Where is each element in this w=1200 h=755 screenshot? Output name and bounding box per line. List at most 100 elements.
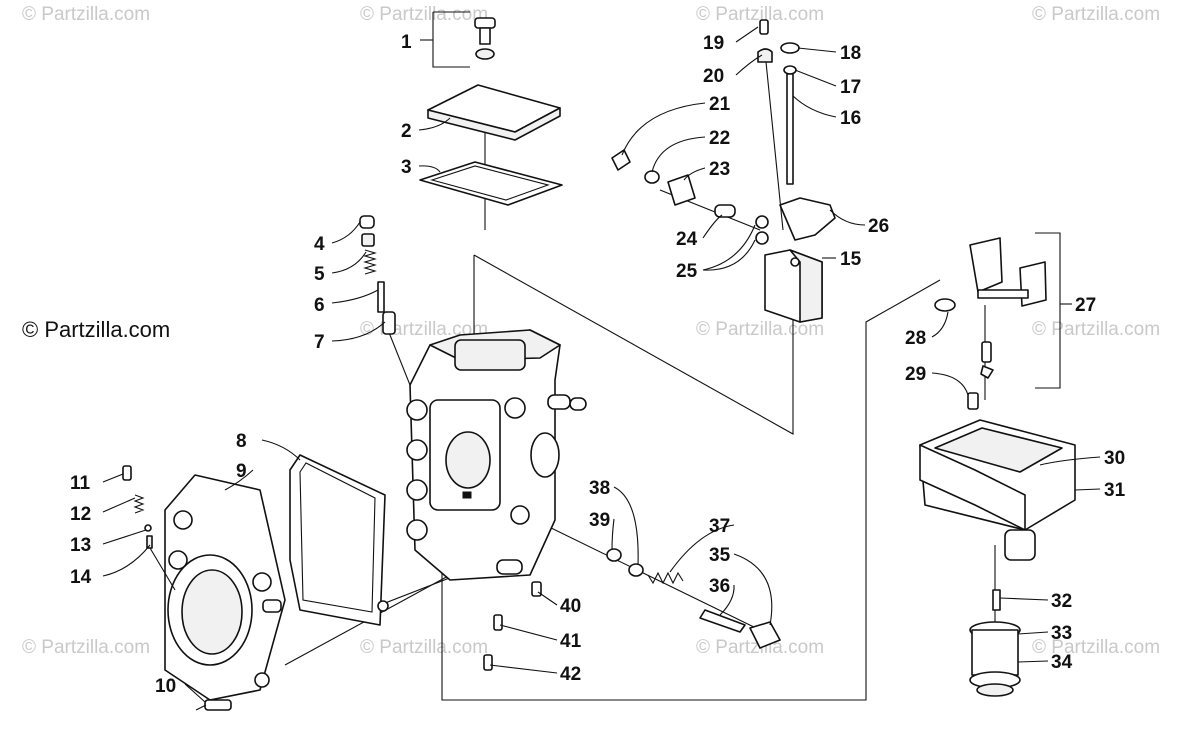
screw-icon <box>992 589 1001 611</box>
watermark: © Partzilla.com <box>696 319 824 340</box>
callout-35: 35 <box>709 545 731 566</box>
float-right-icon <box>1019 261 1047 307</box>
callout-24: 24 <box>676 229 698 250</box>
pilot-screw-group <box>359 215 396 335</box>
callout-11: 11 <box>70 473 91 494</box>
washer-icon <box>628 563 644 577</box>
bowl-drain-icon <box>1004 529 1036 561</box>
watermark: © Partzilla.com <box>22 637 150 658</box>
callout-13: 13 <box>70 535 91 556</box>
screw-icon <box>483 654 493 671</box>
float-arm-icon <box>977 289 1029 299</box>
callout-41: 41 <box>560 631 582 652</box>
screw-icon <box>531 581 542 597</box>
top-cover-group <box>419 17 563 206</box>
callout-8: 8 <box>236 431 247 452</box>
leader-lines <box>102 26 1101 703</box>
fitting-icon <box>382 311 396 335</box>
callout-12: 12 <box>70 504 91 525</box>
callout-17: 17 <box>840 77 861 98</box>
float-group <box>934 237 1047 410</box>
watermark: © Partzilla.com <box>1032 637 1160 658</box>
callout-numbers: 1 2 3 4 5 6 7 8 9 10 11 12 13 14 15 16 1… <box>70 32 1126 697</box>
washer-icon <box>475 48 495 60</box>
spring-icon <box>363 249 377 275</box>
callout-19: 19 <box>703 33 724 54</box>
callout-34: 34 <box>1051 652 1073 673</box>
bracket-lines <box>420 11 1072 389</box>
callout-7: 7 <box>314 332 325 353</box>
nut-icon <box>361 233 375 247</box>
screw-icon <box>493 614 503 631</box>
washer-icon <box>644 170 660 184</box>
jet-needle-icon <box>786 73 794 185</box>
needle-valve-icon <box>981 341 992 363</box>
carburetor-body <box>406 329 587 581</box>
screw-icon <box>759 19 769 35</box>
callout-37: 37 <box>709 516 730 537</box>
idle-screw-icon <box>699 609 746 633</box>
callout-20: 20 <box>703 66 724 87</box>
callout-9: 9 <box>236 461 247 482</box>
callout-23: 23 <box>709 159 730 180</box>
screw-shank-icon <box>479 27 491 45</box>
needle-icon <box>377 281 385 313</box>
cover-plate-edge-icon <box>427 107 561 141</box>
callout-6: 6 <box>314 295 325 316</box>
callout-42: 42 <box>560 664 581 685</box>
callout-5: 5 <box>314 264 325 285</box>
assembly-lines <box>284 51 996 701</box>
callout-18: 18 <box>840 43 861 64</box>
spring-icon <box>133 494 145 514</box>
callout-10: 10 <box>155 676 176 697</box>
watermark: © Partzilla.com <box>360 4 488 25</box>
callout-29: 29 <box>905 364 926 385</box>
spring-icon <box>647 571 684 585</box>
callout-15: 15 <box>840 249 862 270</box>
watermark-main: © Partzilla.com <box>22 317 170 342</box>
callout-1: 1 <box>401 32 412 53</box>
callout-3: 3 <box>401 157 412 178</box>
callout-25: 25 <box>676 261 698 282</box>
clip-icon <box>757 48 773 63</box>
o-ring-icon <box>934 298 956 312</box>
nut-icon <box>611 149 631 171</box>
idle-screw-group <box>483 548 781 671</box>
screw-icon <box>204 699 232 711</box>
callout-39: 39 <box>589 510 610 531</box>
callout-4: 4 <box>314 234 325 255</box>
watermarks: © Partzilla.com © Partzilla.com © Partzi… <box>22 4 1160 658</box>
callout-28: 28 <box>905 328 926 349</box>
pin-icon <box>967 392 979 410</box>
float-left-icon <box>969 237 1003 293</box>
callout-33: 33 <box>1051 623 1072 644</box>
intake-flange-group <box>122 454 389 711</box>
callout-38: 38 <box>589 478 610 499</box>
callout-26: 26 <box>868 216 889 237</box>
callout-21: 21 <box>709 94 731 115</box>
main-jet-icon <box>971 629 1019 676</box>
callout-22: 22 <box>709 128 730 149</box>
cap-icon <box>359 215 375 229</box>
callout-31: 31 <box>1104 480 1126 501</box>
callout-16: 16 <box>840 108 861 129</box>
callout-30: 30 <box>1104 448 1125 469</box>
watermark: © Partzilla.com <box>696 4 824 25</box>
watermark: © Partzilla.com <box>22 4 150 25</box>
watermark: © Partzilla.com <box>360 637 488 658</box>
body-bore-icon <box>445 431 491 489</box>
callout-32: 32 <box>1051 591 1072 612</box>
lever-icon <box>779 197 836 241</box>
callout-27: 27 <box>1075 295 1096 316</box>
flange-gasket-icon <box>289 454 386 626</box>
callout-40: 40 <box>560 596 581 617</box>
screw-icon <box>122 465 132 481</box>
knob-icon <box>749 621 781 649</box>
washer-icon <box>606 548 622 562</box>
screw-head-icon <box>474 17 496 29</box>
watermark: © Partzilla.com <box>1032 4 1160 25</box>
throttle-slide-group <box>611 19 836 323</box>
callout-14: 14 <box>70 567 92 588</box>
